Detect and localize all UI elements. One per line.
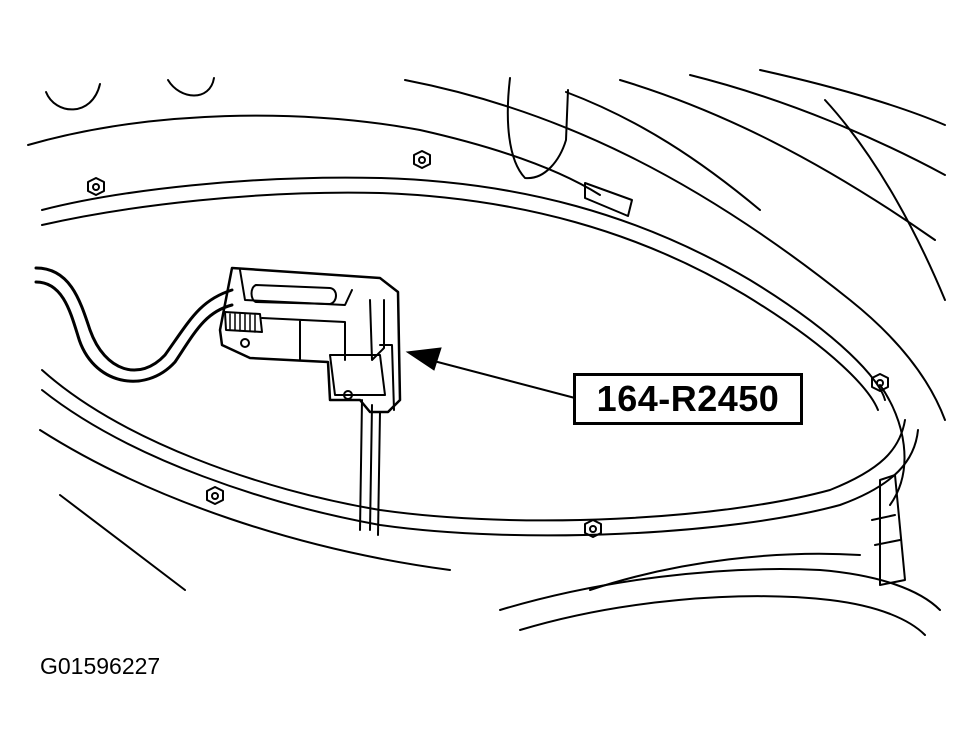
actuator-rod-top	[379, 344, 395, 411]
figure-id-label: G01596227	[40, 653, 161, 679]
wire-harness-inner	[34, 280, 234, 383]
panel-opening-inner	[41, 191, 879, 411]
sheet-line-3	[689, 74, 946, 176]
hex-nut-icon	[206, 486, 224, 505]
lower-panel-edge-3	[39, 429, 451, 571]
hook-right-icon	[167, 77, 215, 97]
upper-tab	[584, 182, 633, 217]
latch-actuator-body-line	[261, 317, 346, 361]
latch-actuator-top	[239, 269, 353, 306]
sheet-line-4	[759, 69, 946, 126]
latch-actuator-connector	[224, 311, 263, 333]
hex-nut-icon	[87, 177, 105, 196]
lower-panel-edge-4	[59, 494, 186, 591]
upper-bumper-edge	[565, 91, 761, 211]
pointer-arrow-line	[429, 359, 576, 399]
actuator-screw-icon	[240, 338, 250, 348]
lower-panel-edge-5	[499, 568, 941, 611]
lower-panel-edge-6	[519, 595, 926, 636]
lower-panel-edge-2	[41, 389, 919, 537]
panel-opening-outer	[41, 176, 886, 401]
actuator-rod	[359, 399, 381, 536]
sheet-line-2	[619, 79, 936, 241]
upper-bumper	[506, 77, 569, 180]
actuator-screw-2-icon	[343, 390, 353, 400]
part-number-callout: 164-R2450	[573, 373, 803, 425]
sheet-line-1	[404, 79, 946, 421]
sheet-line-5	[824, 99, 946, 301]
right-clip-detail	[871, 514, 901, 546]
wire-harness-outer	[34, 266, 234, 372]
right-panel-edge	[879, 384, 906, 506]
part-number-label: 164-R2450	[596, 378, 780, 419]
latch-actuator-side	[369, 299, 385, 361]
right-clip	[879, 474, 906, 586]
lower-panel-edge-7	[589, 552, 861, 591]
hex-nut-icon	[584, 519, 602, 538]
latch-actuator-bracket	[329, 354, 386, 396]
connector-pins-icon	[229, 313, 256, 333]
hook-left-icon	[45, 83, 101, 111]
lower-panel-edge-1	[41, 369, 906, 522]
hex-nut-icon	[871, 373, 889, 392]
hex-nut-icon	[413, 150, 431, 169]
pointer-arrow-icon	[405, 347, 442, 371]
latch-actuator-housing	[218, 266, 402, 414]
upper-panel-edge	[27, 114, 601, 196]
